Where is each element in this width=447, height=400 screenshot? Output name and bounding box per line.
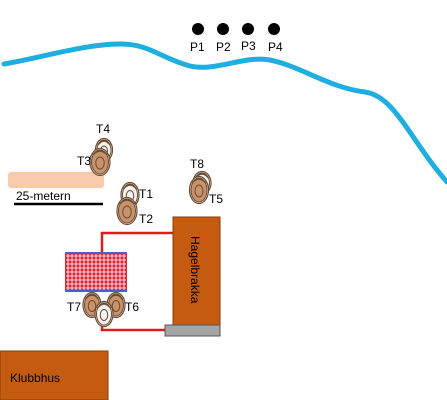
river bbox=[1, 41, 447, 185]
trap-label-t5: T5 bbox=[209, 192, 223, 206]
post-label-p3: P3 bbox=[241, 39, 256, 53]
building-foundation bbox=[164, 324, 221, 337]
post-label-p2: P2 bbox=[216, 40, 231, 54]
trap-icon-center bbox=[94, 300, 114, 328]
post-label-p1: P1 bbox=[190, 40, 205, 54]
clubhouse-label: Klubbhus bbox=[10, 371, 60, 385]
hagelbrakka-label: Hagelbrakka bbox=[188, 236, 202, 304]
trap-label-t4: T4 bbox=[96, 122, 110, 136]
hagelbrakka-building bbox=[172, 216, 221, 326]
trap-label-t3: T3 bbox=[77, 154, 91, 168]
post-dot-p2 bbox=[217, 23, 229, 35]
trap-label-t2: T2 bbox=[139, 212, 153, 226]
post-dot-p4 bbox=[268, 23, 280, 35]
trap-machines bbox=[82, 137, 212, 328]
trap-icon-t3 bbox=[89, 147, 111, 177]
range-label: 25-metern bbox=[16, 189, 71, 203]
range-bar bbox=[8, 172, 104, 188]
clubhouse-building bbox=[0, 350, 109, 400]
trap-house-grid bbox=[65, 252, 127, 292]
post-label-p4: P4 bbox=[268, 40, 283, 54]
trap-label-t8: T8 bbox=[190, 157, 204, 171]
trap-label-t7: T7 bbox=[67, 300, 81, 314]
post-markers: P1 P2 P3 P4 bbox=[190, 23, 283, 54]
trap-label-t6: T6 bbox=[125, 300, 139, 314]
trap-icon-t5 bbox=[188, 175, 210, 205]
post-dot-p1 bbox=[192, 23, 204, 35]
trap-label-t1: T1 bbox=[139, 187, 153, 201]
trap-icon-t2 bbox=[116, 196, 138, 226]
post-dot-p3 bbox=[242, 23, 254, 35]
